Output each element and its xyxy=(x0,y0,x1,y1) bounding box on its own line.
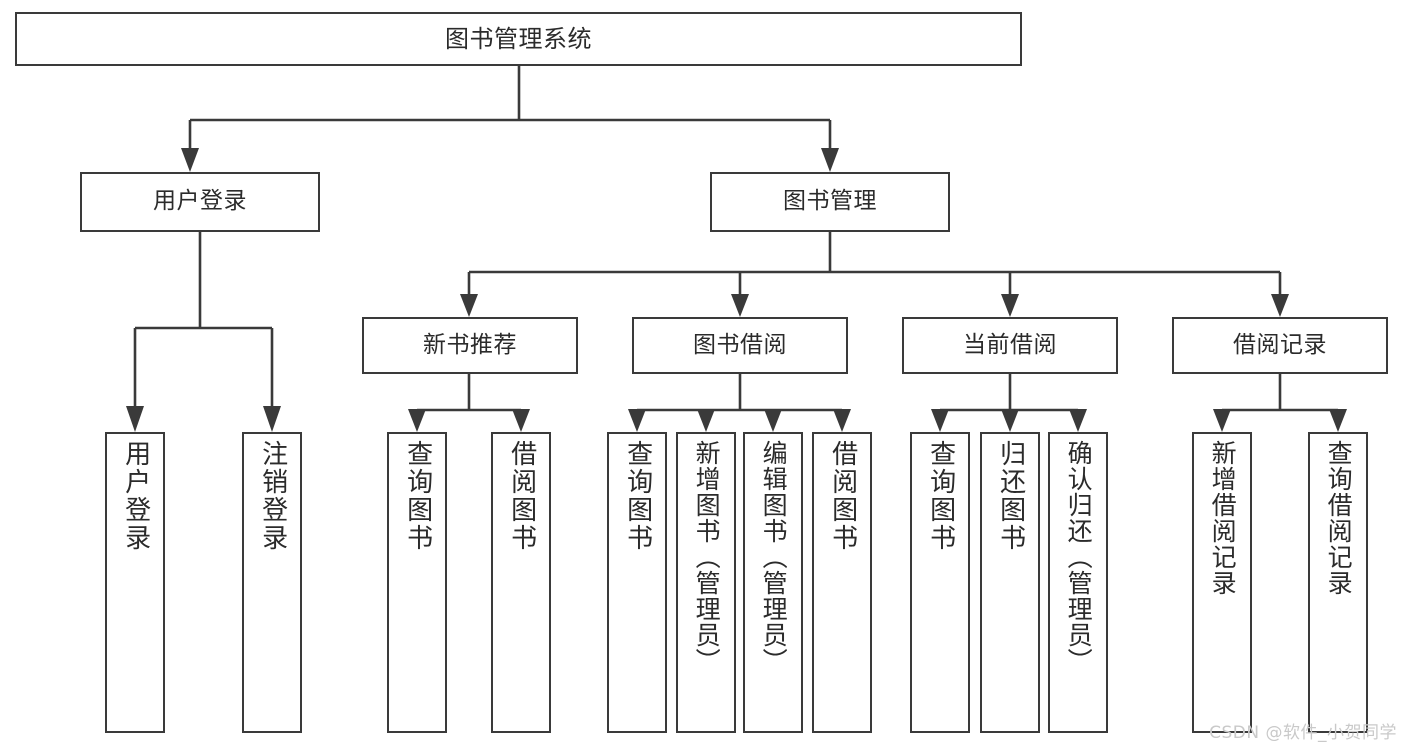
node-new-book-recommend-label: 新书推荐 xyxy=(423,331,517,358)
leaf-borrow-lend-book[interactable]: 借阅图书 xyxy=(812,432,872,733)
watermark: CSDN @软件_小贺同学 xyxy=(1209,723,1397,743)
leaf-borrow-query-book-label: 查询图书 xyxy=(622,440,653,552)
leaf-borrow-query-book[interactable]: 查询图书 xyxy=(607,432,667,733)
node-borrow-record-label: 借阅记录 xyxy=(1233,331,1327,358)
arrowhead-current-confirm xyxy=(1069,409,1087,432)
leaf-borrow-lend-book-label: 借阅图书 xyxy=(827,440,858,552)
leaf-return-book[interactable]: 归还图书 xyxy=(980,432,1040,733)
arrowhead-user-login xyxy=(181,148,199,172)
arrowhead-new-book-rec xyxy=(460,294,478,317)
node-book-management-label: 图书管理 xyxy=(783,188,877,215)
leaf-add-borrow-record-label: 新增借阅记录 xyxy=(1208,440,1238,596)
leaf-rec-query-book-label: 查询图书 xyxy=(402,440,433,552)
arrowhead-book-manage xyxy=(821,148,839,172)
leaf-current-query-book[interactable]: 查询图书 xyxy=(910,432,970,733)
node-root-system[interactable]: 图书管理系统 xyxy=(15,12,1022,66)
node-current-borrow[interactable]: 当前借阅 xyxy=(902,317,1118,374)
node-borrow-record[interactable]: 借阅记录 xyxy=(1172,317,1388,374)
leaf-confirm-return-admin-label: 确认归还（管理员） xyxy=(1064,440,1094,674)
leaf-add-book-admin-label: 新增图书（管理员） xyxy=(692,440,722,674)
leaf-rec-borrow-book[interactable]: 借阅图书 xyxy=(491,432,551,733)
leaf-user-login-label: 用户登录 xyxy=(120,440,151,552)
arrowhead-borrow-query xyxy=(628,409,646,432)
leaf-edit-book-admin-label: 编辑图书（管理员） xyxy=(759,440,789,674)
arrowhead-borrow-record xyxy=(1271,294,1289,317)
leaf-edit-book-admin[interactable]: 编辑图书（管理员） xyxy=(743,432,803,733)
leaf-add-borrow-record[interactable]: 新增借阅记录 xyxy=(1192,432,1252,733)
leaf-logout[interactable]: 注销登录 xyxy=(242,432,302,733)
leaf-query-borrow-record-label: 查询借阅记录 xyxy=(1324,440,1354,596)
node-book-borrow-label: 图书借阅 xyxy=(693,331,787,358)
leaf-user-login[interactable]: 用户登录 xyxy=(105,432,165,733)
arrowhead-borrow-edit xyxy=(764,409,782,432)
leaf-add-book-admin[interactable]: 新增图书（管理员） xyxy=(676,432,736,733)
arrowhead-borrow-add xyxy=(697,409,715,432)
arrowhead-rec-borrow xyxy=(512,409,530,432)
node-user-login-label: 用户登录 xyxy=(153,188,247,215)
leaf-current-query-book-label: 查询图书 xyxy=(925,440,956,552)
arrowhead-leaf-logout xyxy=(263,406,281,432)
arrowhead-book-borrow xyxy=(731,294,749,317)
arrowhead-record-query xyxy=(1329,409,1347,432)
leaf-return-book-label: 归还图书 xyxy=(995,440,1026,552)
arrowhead-record-add xyxy=(1213,409,1231,432)
node-book-management[interactable]: 图书管理 xyxy=(710,172,950,232)
leaf-query-borrow-record[interactable]: 查询借阅记录 xyxy=(1308,432,1368,733)
arrowhead-rec-query xyxy=(408,409,426,432)
arrowhead-current-return xyxy=(1001,409,1019,432)
arrowhead-leaf-user-login xyxy=(126,406,144,432)
arrowhead-borrow-lend xyxy=(833,409,851,432)
arrowhead-current-query xyxy=(931,409,949,432)
node-user-login[interactable]: 用户登录 xyxy=(80,172,320,232)
node-root-system-label: 图书管理系统 xyxy=(445,24,592,53)
leaf-confirm-return-admin[interactable]: 确认归还（管理员） xyxy=(1048,432,1108,733)
leaf-rec-query-book[interactable]: 查询图书 xyxy=(387,432,447,733)
node-current-borrow-label: 当前借阅 xyxy=(963,331,1057,358)
node-book-borrow[interactable]: 图书借阅 xyxy=(632,317,848,374)
arrowhead-current-borrow xyxy=(1001,294,1019,317)
leaf-rec-borrow-book-label: 借阅图书 xyxy=(506,440,537,552)
leaf-logout-label: 注销登录 xyxy=(257,440,288,552)
node-new-book-recommend[interactable]: 新书推荐 xyxy=(362,317,578,374)
